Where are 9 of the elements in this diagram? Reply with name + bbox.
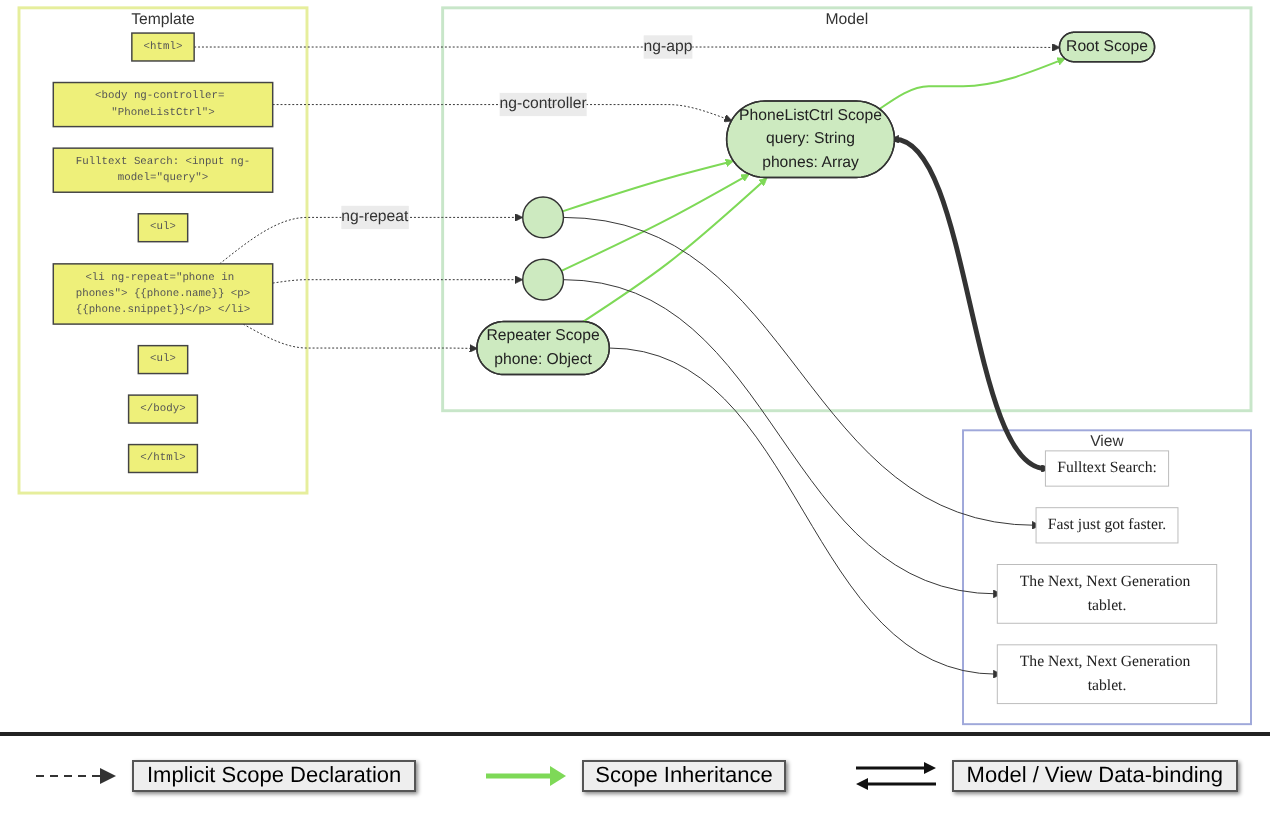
legend-label: Scope Inheritance [581,760,787,792]
node-circle [522,258,565,301]
arrow [560,173,750,272]
arrow [581,177,768,324]
legend-label: Model / View Data-binding [952,760,1237,792]
legend-label: Implicit Scope Declaration [132,760,416,792]
node-circle [522,196,565,239]
arrow [878,57,1066,110]
arrow [561,158,734,213]
